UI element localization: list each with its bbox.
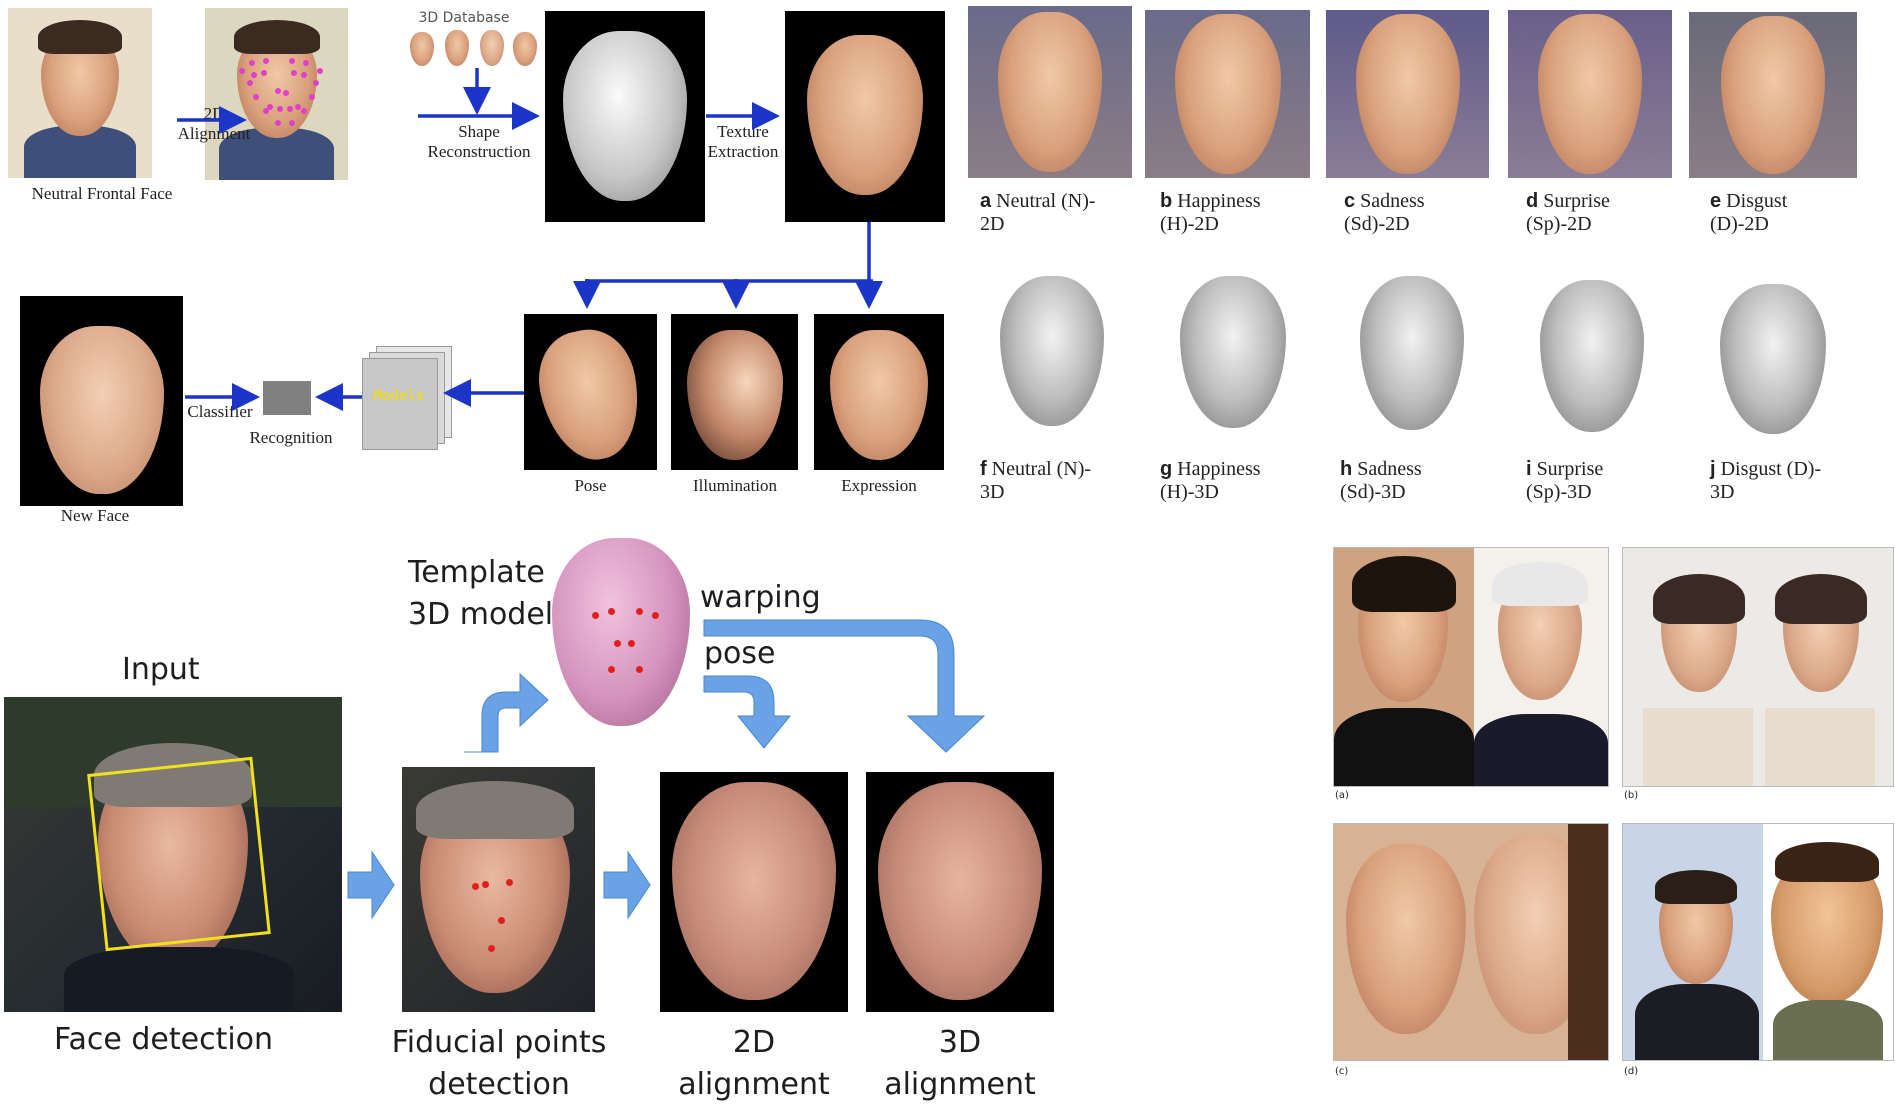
expr-label-a: a Neutral (N)- 2D bbox=[980, 190, 1096, 236]
pose-label-bottom: pose bbox=[704, 636, 776, 671]
database-3d-label: 3D Database bbox=[418, 10, 510, 26]
new-face-label: New Face bbox=[60, 506, 130, 525]
expr-text-g: Happiness (H)-3D bbox=[1160, 458, 1261, 503]
expr-letter-b: b bbox=[1160, 190, 1173, 212]
expression-image bbox=[814, 314, 944, 470]
expr-letter-j: j bbox=[1710, 458, 1716, 480]
shape-reconstruction-label: Shape Reconstruction bbox=[427, 122, 531, 161]
expr-label-g: g Happiness (H)-3D bbox=[1160, 458, 1261, 504]
expr-text-d: Surprise (Sp)-2D bbox=[1526, 190, 1610, 235]
expr-photo-a bbox=[968, 6, 1132, 178]
recognition-label: Recognition bbox=[249, 428, 333, 447]
template-label: Template 3D model bbox=[408, 555, 554, 632]
comparison-label-b: (b) bbox=[1624, 790, 1639, 801]
comparison-d bbox=[1622, 823, 1894, 1061]
comparison-c bbox=[1333, 823, 1609, 1061]
expr-text-a: Neutral (N)- 2D bbox=[980, 190, 1096, 235]
face-detection-label: Face detection bbox=[54, 1022, 274, 1057]
expr-letter-c: c bbox=[1344, 190, 1356, 212]
expr-label-e: e Disgust (D)-2D bbox=[1710, 190, 1787, 236]
recognition-box bbox=[263, 381, 311, 415]
neutral-face-label: Neutral Frontal Face bbox=[31, 184, 173, 203]
expr-label-b: b Happiness (H)-2D bbox=[1160, 190, 1261, 236]
expr-photo-c bbox=[1326, 10, 1489, 178]
expr-text-c: Sadness (Sd)-2D bbox=[1344, 190, 1425, 235]
expr-text-i: Surprise (Sp)-3D bbox=[1526, 458, 1604, 503]
pose-image bbox=[524, 314, 657, 470]
expression-label: Expression bbox=[841, 476, 917, 495]
fiducial-image bbox=[402, 767, 595, 1012]
expr-text-e: Disgust (D)-2D bbox=[1710, 190, 1788, 235]
shape-mesh-image bbox=[545, 11, 705, 222]
pose-label: Pose bbox=[574, 476, 607, 495]
input-label: Input bbox=[122, 652, 200, 687]
comparison-a bbox=[1333, 547, 1609, 787]
expr-letter-e: e bbox=[1710, 190, 1722, 212]
comparison-label-d: (d) bbox=[1624, 1066, 1639, 1077]
alignment-2d-label-bottom: 2D alignment bbox=[678, 1025, 830, 1102]
comparison-b bbox=[1622, 547, 1894, 787]
expr-text-h: Sadness (Sd)-3D bbox=[1340, 458, 1422, 503]
expr-letter-a: a bbox=[980, 190, 992, 212]
expr-mesh-i bbox=[1540, 280, 1644, 432]
new-face-image bbox=[20, 296, 183, 506]
expr-mesh-g bbox=[1180, 276, 1286, 428]
alignment-3d-label-bottom: 3D alignment bbox=[884, 1025, 1036, 1102]
fiducial-label: Fiducial points detection bbox=[391, 1025, 607, 1102]
alignment-3d-image bbox=[866, 772, 1054, 1012]
expr-photo-d bbox=[1508, 10, 1672, 178]
expr-text-b: Happiness (H)-2D bbox=[1160, 190, 1261, 235]
comparison-label-a: (a) bbox=[1335, 790, 1349, 801]
expr-label-c: c Sadness (Sd)-2D bbox=[1344, 190, 1425, 236]
expr-mesh-h bbox=[1360, 276, 1464, 430]
template-3d-model bbox=[552, 538, 690, 726]
expr-label-i: i Surprise (Sp)-3D bbox=[1526, 458, 1603, 504]
illumination-image bbox=[671, 314, 798, 470]
aligned-face-photo bbox=[205, 8, 348, 180]
expr-text-j: Disgust (D)- 3D bbox=[1710, 458, 1822, 503]
expr-letter-f: f bbox=[980, 458, 987, 480]
expr-text-f: Neutral (N)- 3D bbox=[980, 458, 1092, 503]
input-image bbox=[4, 697, 342, 1012]
expr-letter-h: h bbox=[1340, 458, 1353, 480]
expr-mesh-f bbox=[1000, 276, 1104, 426]
warping-label: warping bbox=[700, 580, 821, 615]
expr-label-h: h Sadness (Sd)-3D bbox=[1340, 458, 1422, 504]
alignment-2d-image bbox=[660, 772, 848, 1012]
expr-photo-e bbox=[1689, 12, 1857, 178]
expr-label-j: j Disgust (D)- 3D bbox=[1710, 458, 1821, 504]
expr-letter-d: d bbox=[1526, 190, 1539, 212]
illumination-label: Illumination bbox=[692, 476, 778, 495]
expr-letter-i: i bbox=[1526, 458, 1532, 480]
textured-face-image bbox=[785, 11, 945, 222]
models-label: Models bbox=[373, 388, 425, 404]
comparison-label-c: (c) bbox=[1335, 1066, 1349, 1077]
expr-mesh-j bbox=[1720, 284, 1826, 434]
expr-photo-b bbox=[1145, 10, 1310, 178]
neutral-face-photo bbox=[8, 8, 152, 178]
expr-label-f: f Neutral (N)- 3D bbox=[980, 458, 1091, 504]
expr-letter-g: g bbox=[1160, 458, 1173, 480]
expr-label-d: d Surprise (Sp)-2D bbox=[1526, 190, 1610, 236]
